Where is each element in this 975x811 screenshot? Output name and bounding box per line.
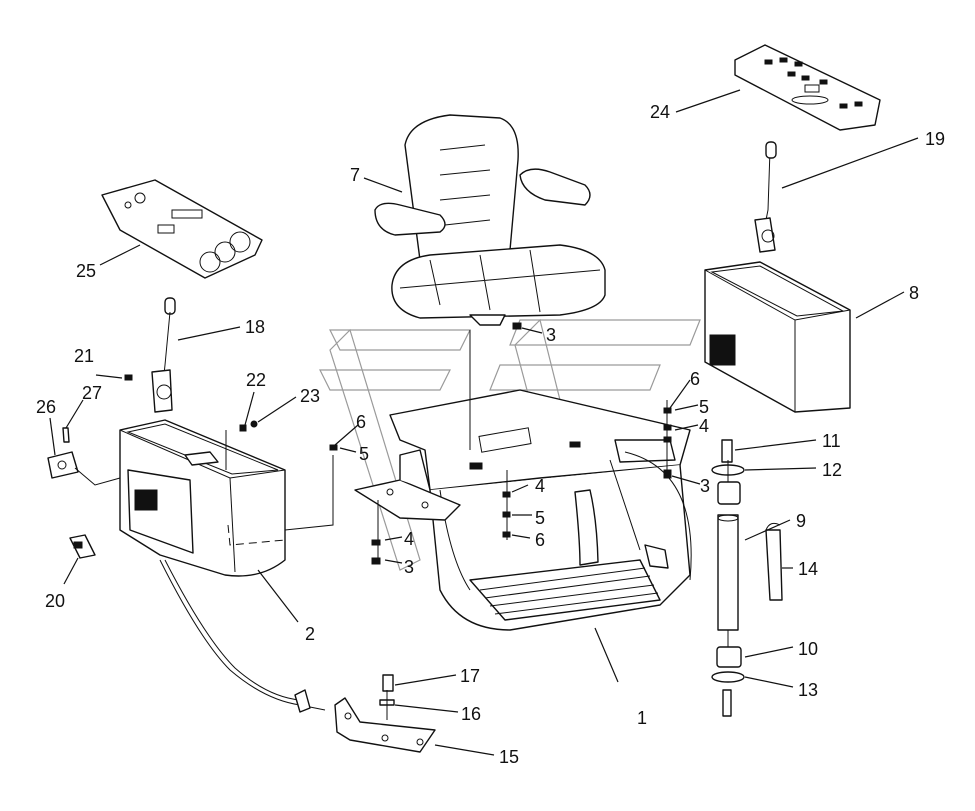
part-14-hose — [765, 522, 783, 601]
part-27-bolt — [62, 427, 70, 443]
callout-13: 13 — [798, 680, 818, 700]
part-20-latch — [69, 534, 96, 559]
callout-11: 11 — [822, 431, 841, 451]
callout-19: 19 — [925, 129, 945, 149]
callout-15: 15 — [499, 747, 519, 767]
callout-8: 8 — [909, 283, 919, 303]
callout-16: 16 — [461, 704, 481, 724]
callout-25: 25 — [76, 261, 96, 281]
part-15-bracket — [334, 697, 436, 753]
part-19-lever — [754, 141, 777, 253]
callout-14: 14 — [798, 559, 818, 579]
callout-3b: 3 — [404, 557, 414, 577]
part-26-bracket — [47, 451, 121, 486]
control-cable — [159, 559, 326, 713]
assembly-lines — [225, 330, 729, 720]
callout-5b: 5 — [535, 508, 545, 528]
part-9-tube — [717, 481, 741, 631]
part-7-seat — [374, 114, 606, 326]
callout-4a: 4 — [404, 529, 414, 549]
callout-5a: 5 — [359, 444, 369, 464]
callout-24: 24 — [650, 102, 670, 122]
callout-18: 18 — [245, 317, 265, 337]
part-10-bushing — [716, 646, 742, 668]
callout-10: 10 — [798, 639, 818, 659]
part-2-box — [119, 419, 286, 577]
callout-26: 26 — [36, 397, 56, 417]
callout-22: 22 — [246, 370, 266, 390]
callout-6c: 6 — [690, 369, 700, 389]
callout-23: 23 — [300, 386, 320, 406]
callout-27: 27 — [82, 383, 102, 403]
callout-4b: 4 — [535, 476, 545, 496]
part-1-frame — [389, 389, 692, 631]
callout-3c: 3 — [700, 476, 710, 496]
part-24-plate — [734, 44, 881, 131]
part-18-lever — [151, 297, 176, 413]
callout-21: 21 — [74, 346, 94, 366]
callout-12: 12 — [822, 460, 842, 480]
callout-9: 9 — [796, 511, 806, 531]
callout-2: 2 — [305, 624, 315, 644]
callout-6a: 6 — [356, 412, 366, 432]
callout-5c: 5 — [699, 397, 709, 417]
bracket-plate-left — [354, 449, 461, 521]
callout-3a: 3 — [546, 325, 556, 345]
callout-1: 1 — [637, 708, 647, 728]
callout-20: 20 — [45, 591, 65, 611]
callout-17: 17 — [460, 666, 480, 686]
callout-6b: 6 — [535, 530, 545, 550]
callout-7: 7 — [350, 165, 360, 185]
callout-4c: 4 — [699, 416, 709, 436]
callouts: 1 2 3 3 3 4 4 4 5 5 5 6 6 6 7 8 9 10 11 … — [36, 102, 945, 767]
leader-lines — [49, 89, 919, 756]
part-25-plate — [101, 179, 263, 279]
part-8-box — [704, 261, 851, 413]
